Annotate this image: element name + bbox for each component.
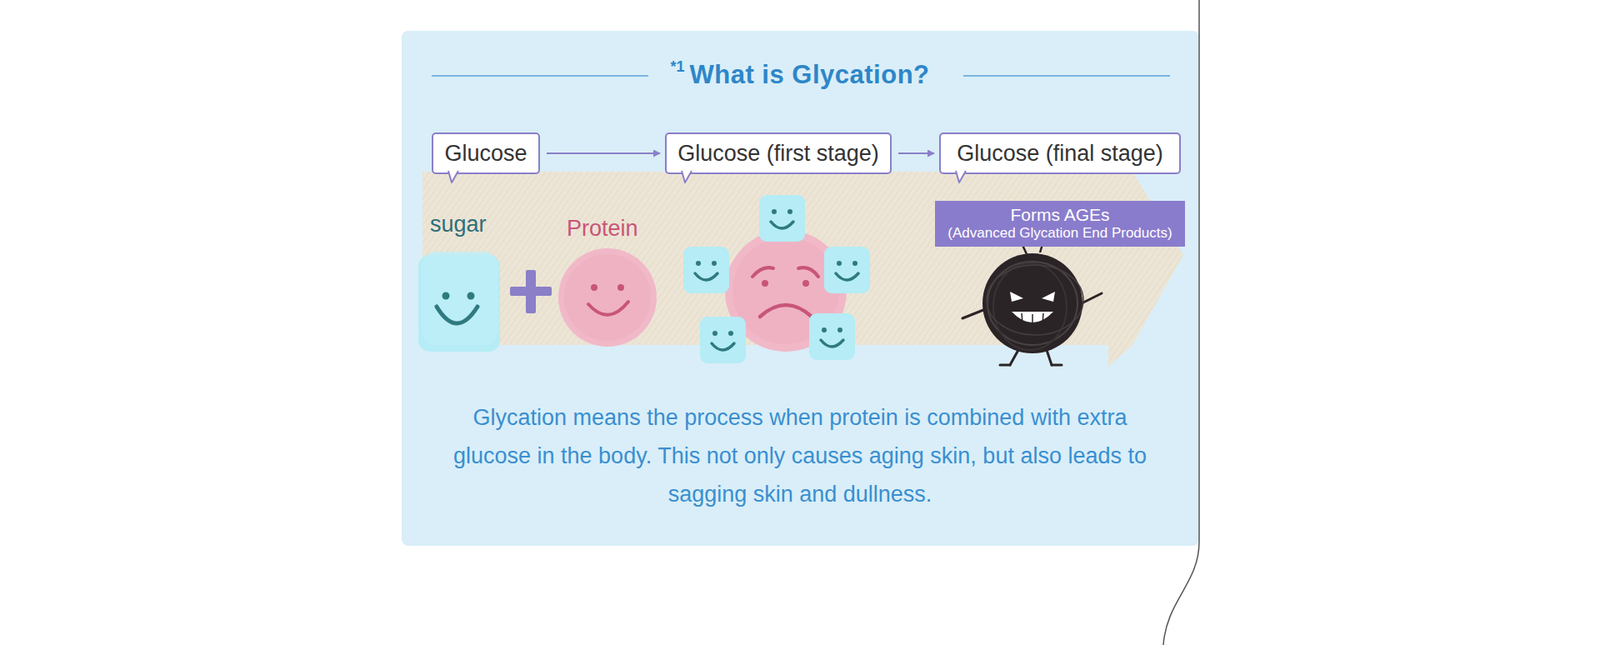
sugar-label: sugar	[430, 211, 487, 238]
callout-box: Glucose (final stage)	[939, 132, 1181, 175]
callout-tail-shape	[955, 170, 966, 183]
flow-arrow	[546, 152, 660, 155]
diagram-title: What is Glycation?	[689, 60, 930, 90]
title-rule	[431, 75, 649, 77]
callout-tail	[955, 172, 970, 185]
callout-box: Glucose	[431, 132, 540, 175]
callout-tail-shape	[681, 170, 692, 183]
glucose-cube	[683, 246, 730, 294]
node-text: Glucose (final stage)	[956, 140, 1164, 167]
footnote-mark: *1	[670, 58, 685, 75]
node-text: Glucose (first stage)	[677, 140, 880, 167]
glucose-cube	[759, 195, 805, 242]
callout-tail-shape	[448, 170, 459, 183]
title-row: *1What is Glycation?	[0, 58, 1600, 90]
plus-sign	[510, 270, 552, 314]
glucose-cube	[809, 313, 855, 360]
title-rule	[963, 75, 1170, 77]
callout-tail	[681, 172, 695, 185]
caption-text: Glycation means the process when protein…	[450, 398, 1150, 514]
panel-ground	[401, 30, 1200, 546]
node-text: Glucose	[444, 140, 527, 167]
node-text: Forms AGEs	[1010, 205, 1110, 225]
glucose-cube	[824, 246, 870, 294]
flow-arrow	[898, 152, 935, 155]
result-tag: Forms AGEs(Advanced Glycation End Produc…	[935, 200, 1185, 247]
protein-face	[558, 248, 657, 347]
callout-box: Glucose (first stage)	[665, 132, 892, 175]
glucose-cube	[700, 316, 746, 364]
ages-monster	[962, 241, 1102, 365]
protein-label: Protein	[566, 215, 639, 242]
callout-tail	[448, 172, 462, 185]
node-subtext: (Advanced Glycation End Products)	[947, 225, 1172, 242]
page-edge-line	[1163, 0, 1200, 645]
sugar-cube	[418, 251, 500, 352]
